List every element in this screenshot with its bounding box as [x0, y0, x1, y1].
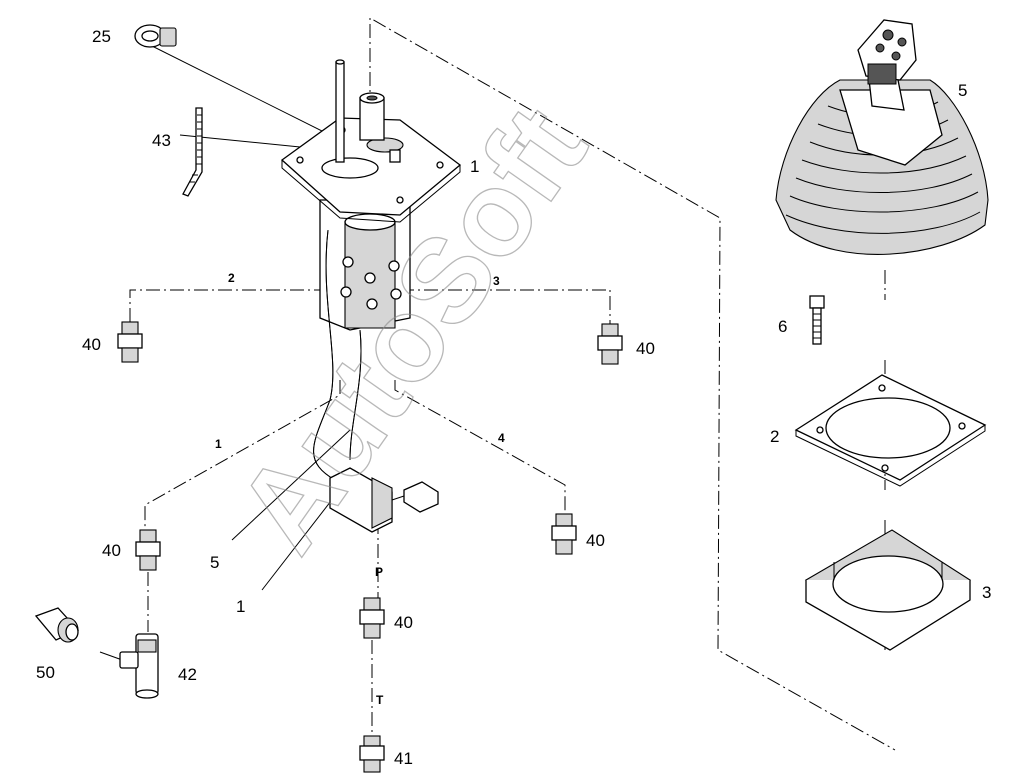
callout-1-top: 1	[470, 157, 479, 176]
cable-tie-part-43	[182, 107, 203, 197]
port-label-2: 2	[228, 271, 235, 285]
pilot-valve-part-1	[280, 59, 462, 331]
screw-part-6	[809, 295, 825, 345]
tee-fitting-part-42	[119, 633, 159, 699]
fitting-part-40-left	[117, 321, 143, 363]
callout-5-right: 5	[958, 81, 967, 100]
port-label-3: 3	[493, 274, 500, 288]
callout-5-lower: 5	[210, 553, 219, 572]
wiring-harness-part-5	[313, 229, 439, 533]
callout-42: 42	[178, 665, 197, 684]
callout-40-center: 40	[394, 613, 413, 632]
mounting-plate-part-2	[794, 374, 987, 487]
center-lines	[129, 17, 896, 751]
callout-6: 6	[778, 317, 787, 336]
callout-40-mid: 40	[636, 339, 655, 358]
joystick-boot-part-5	[775, 19, 989, 255]
callout-25: 25	[92, 27, 111, 46]
callout-40-lower-right: 40	[586, 531, 605, 550]
callout-43: 43	[152, 131, 171, 150]
fitting-part-41	[359, 735, 385, 773]
port-label-4: 4	[498, 431, 505, 445]
spacer-ring-part-3	[804, 529, 972, 651]
callout-40-lower-left: 40	[102, 541, 121, 560]
port-label-P: P	[375, 565, 383, 579]
port-label-T: T	[376, 693, 384, 707]
fitting-part-40-center	[359, 597, 385, 639]
callout-2-right: 2	[770, 427, 779, 446]
callout-1-lower: 1	[236, 597, 245, 616]
callout-labels: 25 43 1 5 6 2 3 40 40 40 40 40 5 1 50 42…	[36, 27, 991, 768]
fitting-part-40-mid	[597, 323, 623, 365]
fitting-part-40-lower-left	[135, 529, 161, 571]
port-labels: 2 3 1 4 P T	[215, 271, 505, 707]
callout-41: 41	[394, 749, 413, 768]
cap-part-50	[34, 607, 80, 643]
callout-3-right: 3	[982, 583, 991, 602]
hose-clip-part-25	[134, 24, 177, 48]
fitting-part-40-lower-right	[551, 513, 577, 555]
callout-50: 50	[36, 663, 55, 682]
port-label-1: 1	[215, 437, 222, 451]
callout-40-left: 40	[82, 335, 101, 354]
